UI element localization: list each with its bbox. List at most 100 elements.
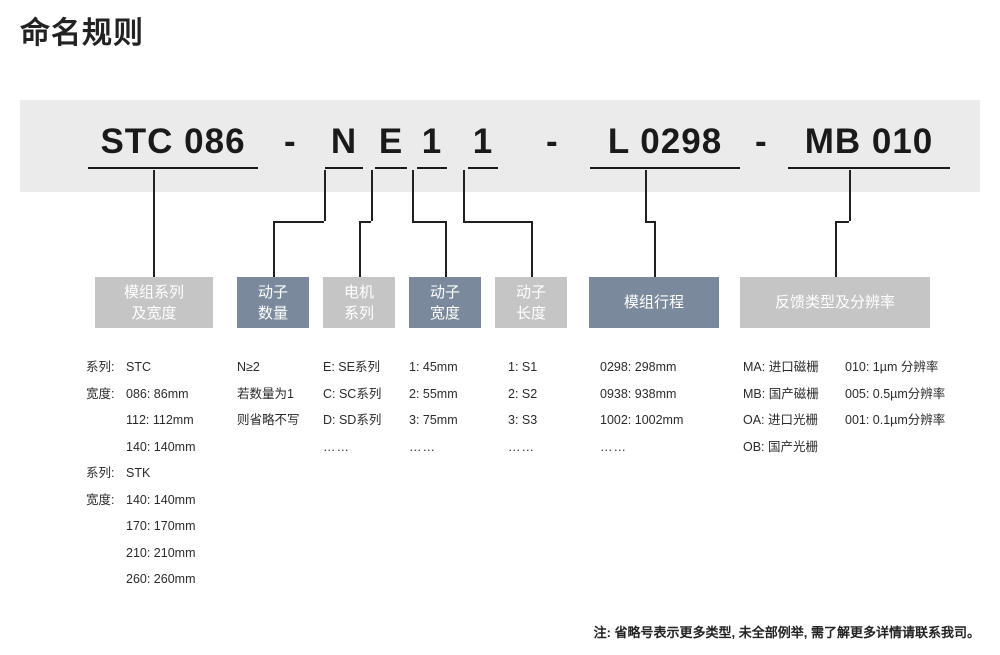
description-value: STC	[126, 360, 151, 374]
description-line: MB: 国产磁栅	[743, 386, 819, 401]
footnote: 注: 省略号表示更多类型, 未全部例举, 需了解更多详情请联系我司。	[593, 625, 980, 640]
description-line: 3: S3	[508, 413, 538, 427]
description-line: D: SD系列	[323, 413, 382, 427]
description-line: 若数量为1	[237, 386, 294, 401]
connector-vertical	[654, 221, 656, 277]
description-line: ……	[323, 439, 350, 454]
description-row: 宽度: 140: 140mm	[86, 487, 195, 514]
description-line: 2: 55mm	[409, 386, 458, 401]
description-line: 001: 0.1µm分辨率	[845, 413, 946, 427]
code-segment: 1	[417, 122, 447, 169]
description-line: 2: S2	[508, 386, 538, 401]
code-segment: E	[375, 122, 407, 169]
description-key: 系列:	[86, 466, 115, 480]
description-line: 0938: 938mm	[600, 386, 677, 401]
connector-vertical	[645, 170, 647, 221]
code-banner	[20, 100, 980, 192]
code-segment: N	[325, 122, 363, 169]
description-line: 1002: 1002mm	[600, 413, 684, 427]
description-row: 宽度: 086: 86mm	[86, 381, 195, 408]
description-row: 宽度:210: 210mm	[86, 540, 195, 567]
description-column-feedback-type: MA: 进口磁栅 MB: 国产磁栅 OA: 进口光栅 OB: 国产光栅	[743, 354, 819, 460]
description-key: 宽度:	[86, 386, 115, 401]
category-box-label-line2: 数量	[257, 304, 288, 322]
description-value: STK	[126, 466, 151, 480]
description-row: 系列: STK	[86, 460, 195, 487]
code-segment: 1	[468, 122, 498, 169]
category-box-label-line2: 系列	[343, 304, 374, 322]
description-line: N≥2	[237, 360, 260, 374]
category-box-label: 模组系列	[123, 283, 184, 301]
connector-horizontal	[412, 221, 445, 223]
code-segment: MB 010	[788, 122, 950, 169]
connector-horizontal	[645, 221, 654, 223]
category-box-label: 反馈类型及分辨率	[774, 294, 895, 311]
description-value: 140: 140mm	[126, 492, 196, 507]
description-line: MA: 进口磁栅	[743, 360, 819, 374]
code-separator: -	[755, 122, 767, 161]
description-key: 宽度:	[86, 492, 115, 507]
description-line: C: SC系列	[323, 386, 382, 401]
connector-vertical	[153, 170, 155, 277]
category-box-label: 模组行程	[623, 294, 684, 311]
description-column-resolution: 010: 1µm 分辨率 005: 0.5µm分辨率 001: 0.1µm分辨率	[845, 354, 945, 434]
description-line: E: SE系列	[323, 360, 380, 374]
description-column-series-width: 系列: STC 宽度: 086: 86mm 宽度:112: 112mm 宽度: 140: 1…	[86, 354, 195, 593]
description-column-mover-count: N≥2 若数量为1 则省略不写	[237, 354, 300, 434]
description-row: 系列: STC	[86, 354, 195, 381]
connector-horizontal	[359, 221, 371, 223]
code-separator: -	[546, 122, 558, 161]
description-row: 宽度:260: 260mm	[86, 566, 195, 593]
description-line: 1: S1	[508, 360, 538, 374]
connector-vertical	[324, 170, 326, 221]
description-line: ……	[600, 439, 627, 454]
code-segment: STC 086	[88, 122, 258, 169]
description-value: 140: 140mm	[126, 439, 196, 454]
connector-horizontal	[835, 221, 849, 223]
category-box: 动子宽度	[409, 277, 481, 328]
connector-vertical	[412, 170, 414, 221]
description-row: 宽度:112: 112mm	[86, 407, 195, 434]
category-box-label: 动子	[429, 283, 460, 301]
connector-horizontal	[463, 221, 531, 223]
code-separator: -	[284, 122, 296, 161]
code-segment: L 0298	[590, 122, 740, 169]
description-column-module-stroke: 0298: 298mm 0938: 938mm 1002: 1002mm ……	[600, 354, 683, 460]
description-line: 1: 45mm	[409, 360, 458, 374]
category-box-label: 动子	[515, 283, 546, 301]
description-line: 则省略不写	[237, 413, 300, 427]
description-column-motor-series: E: SE系列 C: SC系列 D: SD系列 ……	[323, 354, 381, 460]
category-box: 反馈类型及分辨率	[740, 277, 930, 328]
description-line: 0298: 298mm	[600, 360, 677, 374]
connector-vertical	[445, 221, 447, 277]
connector-vertical	[359, 221, 361, 277]
page-title: 命名规则	[20, 17, 144, 50]
description-value: 260: 260mm	[126, 572, 196, 586]
connector-horizontal	[273, 221, 324, 223]
description-line: OB: 国产光栅	[743, 439, 819, 454]
connector-vertical	[835, 221, 837, 277]
description-value: 086: 86mm	[126, 386, 189, 401]
category-box: 模组系列及宽度	[95, 277, 213, 328]
description-row: 宽度:170: 170mm	[86, 513, 195, 540]
connector-vertical	[371, 170, 373, 221]
description-line: 3: 75mm	[409, 413, 458, 427]
description-key: 系列:	[86, 360, 115, 374]
category-box-label: 动子	[257, 283, 288, 301]
category-box-label-line2: 及宽度	[131, 304, 177, 322]
description-line: 005: 0.5µm分辨率	[845, 386, 946, 401]
connector-vertical	[273, 221, 275, 277]
category-box-label-line2: 宽度	[429, 304, 460, 322]
description-value: 112: 112mm	[126, 413, 194, 427]
description-line: OA: 进口光栅	[743, 413, 819, 427]
connector-vertical	[849, 170, 851, 221]
description-value: 170: 170mm	[126, 519, 196, 533]
category-box: 电机系列	[323, 277, 395, 328]
description-line: 010: 1µm 分辨率	[845, 360, 939, 374]
category-box-label: 电机	[343, 283, 374, 301]
category-box: 模组行程	[589, 277, 719, 328]
description-value: 210: 210mm	[126, 545, 196, 560]
